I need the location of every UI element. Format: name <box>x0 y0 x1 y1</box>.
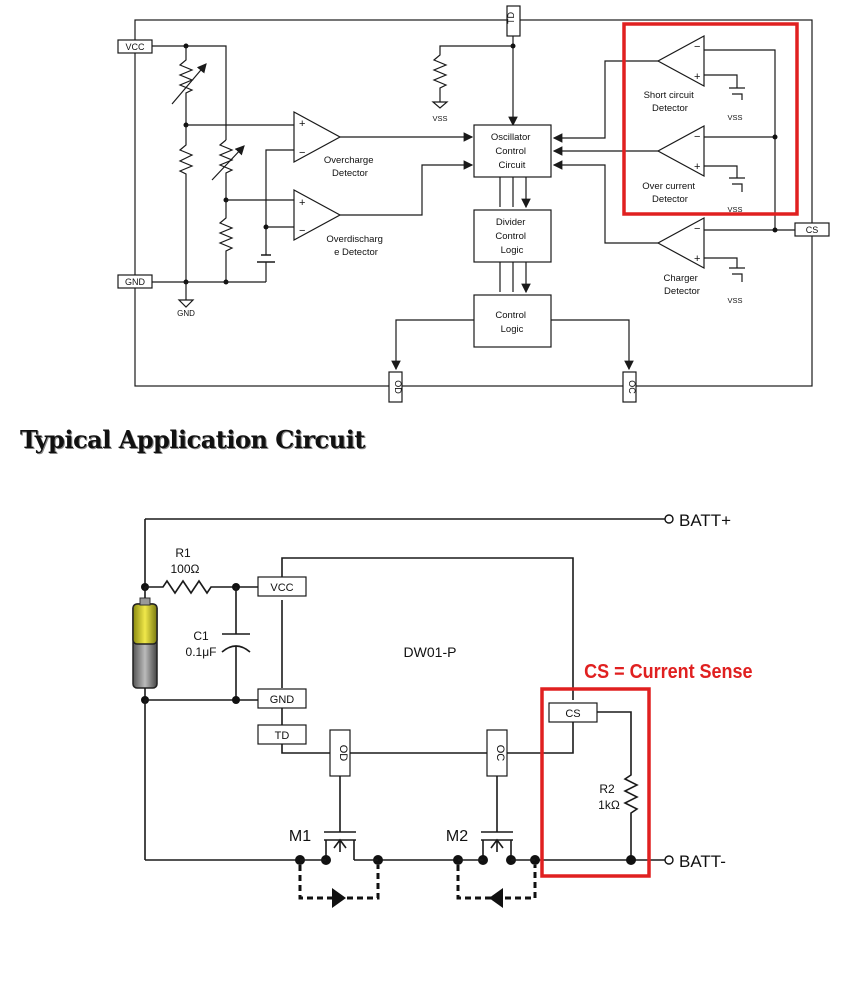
td-resistor <box>431 45 513 109</box>
overcharge-label: Overcharge Detector <box>324 155 376 179</box>
resistor-divider-2 <box>178 125 194 282</box>
short-circuit-comparator <box>656 34 705 88</box>
pin-od <box>388 371 403 403</box>
c1-value: 0.1μF <box>186 645 217 659</box>
svg-text:VCC: VCC <box>270 582 293 594</box>
svg-text:−: − <box>694 131 700 143</box>
section-title: Typical Application Circuit <box>20 425 365 454</box>
svg-text:−: − <box>299 225 305 237</box>
svg-text:TD: TD <box>275 730 290 742</box>
application-circuit: BATT+ R1 100Ω C1 0.1μF DW01-P VCC <box>132 511 753 908</box>
pin-td-label: TD <box>506 12 516 24</box>
over-current-comparator <box>656 124 705 178</box>
overdischarge-label: Overdischarg e Detector <box>326 234 385 258</box>
svg-text:VSS: VSS <box>727 205 742 214</box>
m1-label: M1 <box>289 828 311 845</box>
battery-icon <box>132 597 158 689</box>
r2-name: R2 <box>599 782 615 796</box>
pin-vcc-label: VCC <box>125 42 145 52</box>
svg-text:GND: GND <box>270 694 295 706</box>
m2-label: M2 <box>446 828 468 845</box>
r2-resistor <box>597 711 639 860</box>
batt-minus-terminal <box>664 855 674 865</box>
c1-name: C1 <box>193 629 209 643</box>
gnd-symbol-label: GND <box>177 309 195 318</box>
over-current-label: Over current Detector <box>642 181 697 205</box>
control-logic-block <box>473 294 552 348</box>
current-sense-highlight <box>540 687 651 878</box>
c1-capacitor <box>222 587 250 635</box>
m1-mosfet <box>324 776 356 860</box>
pin-gnd-label: GND <box>125 277 146 287</box>
oscillator-label: Oscillator Control Circuit <box>491 132 533 171</box>
svg-text:−: − <box>694 223 700 235</box>
svg-text:−: − <box>694 41 700 53</box>
r2-value: 1kΩ <box>598 798 620 812</box>
svg-text:CS: CS <box>565 708 580 720</box>
resistor-divider-1 <box>178 46 194 125</box>
svg-text:−: − <box>299 147 305 159</box>
block-diagram: VCC GND TD CS OD OC GND <box>117 5 830 403</box>
svg-text:+: + <box>299 118 305 130</box>
ic-pin-vcc <box>257 576 307 597</box>
overdischarge-comparator <box>293 188 342 242</box>
divider-label: Divider Control Logic <box>495 217 528 256</box>
pin-oc <box>622 371 637 403</box>
batt-minus-label: BATT- <box>679 852 726 871</box>
svg-text:OD: OD <box>337 745 349 762</box>
divider-block <box>473 209 552 263</box>
svg-text:+: + <box>694 253 700 265</box>
dw01-ic-outline <box>281 557 574 754</box>
svg-text:+: + <box>694 71 700 83</box>
batt-plus-terminal <box>664 514 674 524</box>
svg-text:VSS: VSS <box>727 113 742 122</box>
pin-oc-label: OC <box>627 380 637 394</box>
ic-name: DW01-P <box>404 644 457 660</box>
svg-text:OC: OC <box>494 745 506 762</box>
ic-outline <box>134 19 813 387</box>
svg-text:VSS: VSS <box>432 114 447 123</box>
batt-plus-label: BATT+ <box>679 511 731 530</box>
charger-label: Charger Detector <box>664 273 701 297</box>
m2-mosfet <box>481 776 513 860</box>
oscillator-block <box>473 124 552 178</box>
protection-detectors-highlight <box>622 22 799 216</box>
svg-text:VSS: VSS <box>727 296 742 305</box>
overcharge-comparator <box>293 110 342 164</box>
pin-cs-label: CS <box>806 225 819 235</box>
r1-value: 100Ω <box>171 562 200 576</box>
resistor-divider-4 <box>218 200 234 282</box>
short-circuit-label: Short circuit Detector <box>644 90 697 114</box>
r1-resistor <box>145 579 258 595</box>
svg-text:+: + <box>694 161 700 173</box>
current-sense-annotation: CS = Current Sense <box>584 661 752 683</box>
resistor-divider-3 <box>218 139 234 200</box>
charger-comparator <box>656 216 705 270</box>
r1-name: R1 <box>175 546 191 560</box>
svg-text:+: + <box>299 197 305 209</box>
pin-od-label: OD <box>393 380 403 394</box>
control-logic-label: Control Logic <box>495 310 528 335</box>
